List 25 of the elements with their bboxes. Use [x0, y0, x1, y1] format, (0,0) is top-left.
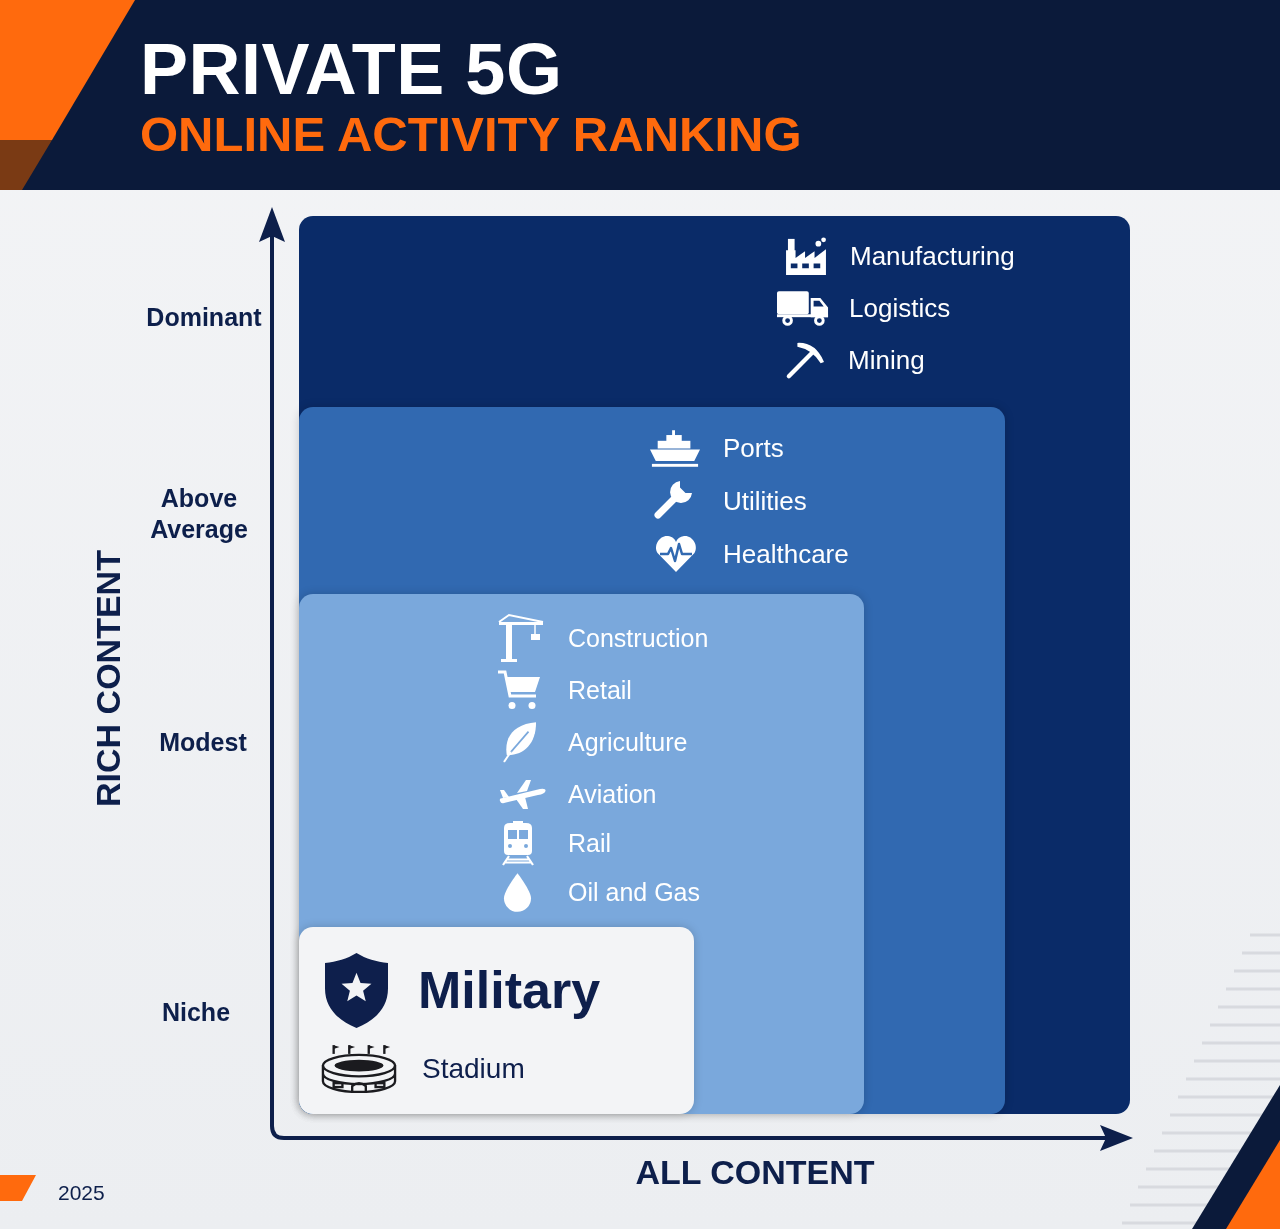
source-year: 2025: [58, 1180, 105, 1206]
axis-title: ALL CONTENT: [634, 1151, 876, 1193]
sector-name: Utilities: [723, 485, 807, 517]
tier-label: Modest: [158, 726, 248, 758]
sector-name: Construction: [568, 623, 709, 653]
sector-name: Oil and Gas: [568, 877, 700, 907]
sector-name: Rail: [568, 828, 612, 858]
sector-name: Military: [418, 960, 601, 1021]
sector-name: Stadium: [422, 1052, 525, 1086]
tier-panel: [299, 407, 1005, 1114]
tier-label: Above Average: [149, 483, 249, 545]
sector-name: Aviation: [568, 779, 657, 809]
sector-name: Logistics: [849, 292, 951, 324]
tier-panel: [299, 216, 1130, 1114]
tier-label: Niche: [160, 996, 232, 1028]
sector-name: Healthcare: [723, 538, 849, 570]
sector-name: Agriculture: [568, 727, 688, 757]
tier-panel: [299, 594, 864, 1114]
sector-name: Ports: [723, 432, 784, 464]
sector-name: Manufacturing: [850, 240, 1015, 272]
sector-name: Retail: [568, 675, 632, 705]
tier-label: Dominant: [145, 301, 263, 333]
tier-panel: [299, 927, 694, 1114]
axis-title: RICH CONTENT: [87, 548, 128, 809]
sector-name: Mining: [848, 344, 925, 376]
